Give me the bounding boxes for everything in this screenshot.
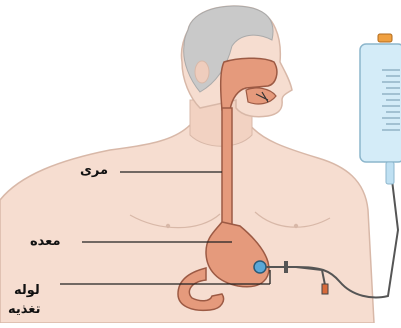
esophagus-label: مری — [80, 164, 108, 177]
feeding-tube-label-line2: تغذیه — [8, 303, 41, 316]
stomach-label: معده — [30, 235, 61, 248]
ear — [195, 61, 209, 83]
feeding-bag — [360, 44, 401, 162]
drip-chamber — [386, 162, 394, 184]
peg-port — [254, 261, 266, 273]
bag-cap — [378, 34, 392, 42]
esophagus — [222, 108, 232, 228]
nipple — [166, 224, 170, 228]
tube-clamp — [284, 261, 288, 273]
nipple — [294, 224, 298, 228]
tube-connector — [322, 284, 328, 294]
feeding-tube-label-line1: لوله — [14, 284, 40, 297]
